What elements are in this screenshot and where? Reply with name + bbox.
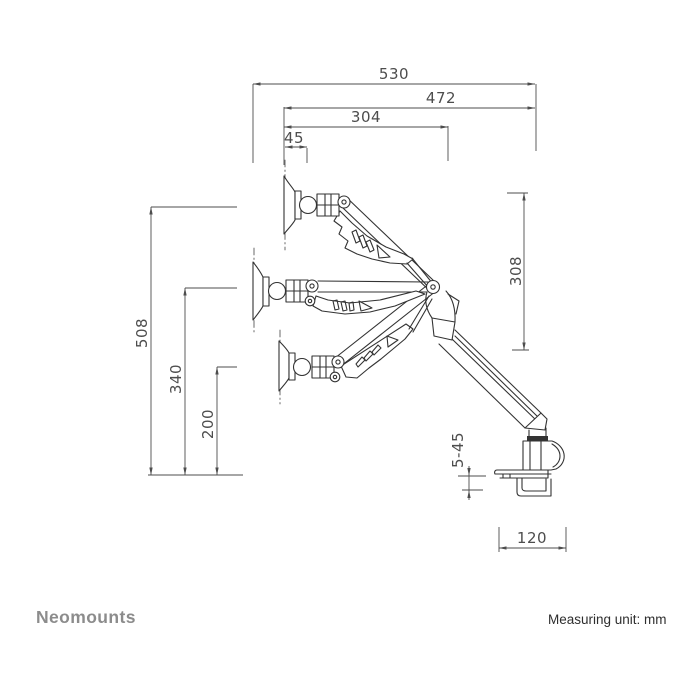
measuring-unit-note: Measuring unit: mm — [548, 612, 667, 627]
beam-middle-position — [317, 280, 429, 293]
dim-label-45: 45 — [284, 129, 304, 147]
vesa-mount-bottom-position — [278, 340, 345, 392]
elbow-housing — [425, 290, 460, 341]
ball-joint-middle — [267, 281, 287, 301]
dim-label-304: 304 — [351, 108, 381, 126]
cover-bottom-position — [340, 295, 433, 379]
dimension-labels: 530 472 304 45 508 340 200 308 5-45 120 — [133, 65, 547, 547]
brand-logo-text: Neomounts — [36, 607, 136, 627]
spring-covers — [312, 210, 434, 379]
ball-joint-bottom — [292, 357, 312, 377]
arm-pivot-middle — [305, 279, 319, 293]
dim-label-200: 200 — [199, 409, 217, 439]
dim-label-340: 340 — [167, 364, 185, 394]
monitor-arm-artwork — [252, 159, 565, 497]
cover-top-position — [333, 210, 434, 289]
arm-pivot-top — [337, 195, 351, 209]
dim-label-308: 308 — [507, 256, 525, 286]
dimension-annotations — [148, 82, 567, 552]
dim-label-530: 530 — [379, 65, 409, 83]
dim-label-5-45: 5-45 — [449, 432, 467, 468]
dim-label-472: 472 — [426, 89, 456, 107]
vesa-mount-top-position — [283, 175, 351, 235]
desk-clamp — [494, 436, 565, 497]
dim-label-120: 120 — [517, 529, 547, 547]
rear-arm — [438, 329, 548, 437]
grommet-hook — [516, 477, 552, 497]
vesa-mount-middle-position — [252, 261, 319, 321]
dim-label-508: 508 — [133, 318, 151, 348]
ball-joint-top — [298, 195, 318, 215]
main-elbow-pivot — [425, 279, 441, 295]
arm-beams — [317, 197, 438, 367]
cover-middle-position — [312, 290, 426, 315]
arm-pivot-bottom — [331, 355, 345, 369]
